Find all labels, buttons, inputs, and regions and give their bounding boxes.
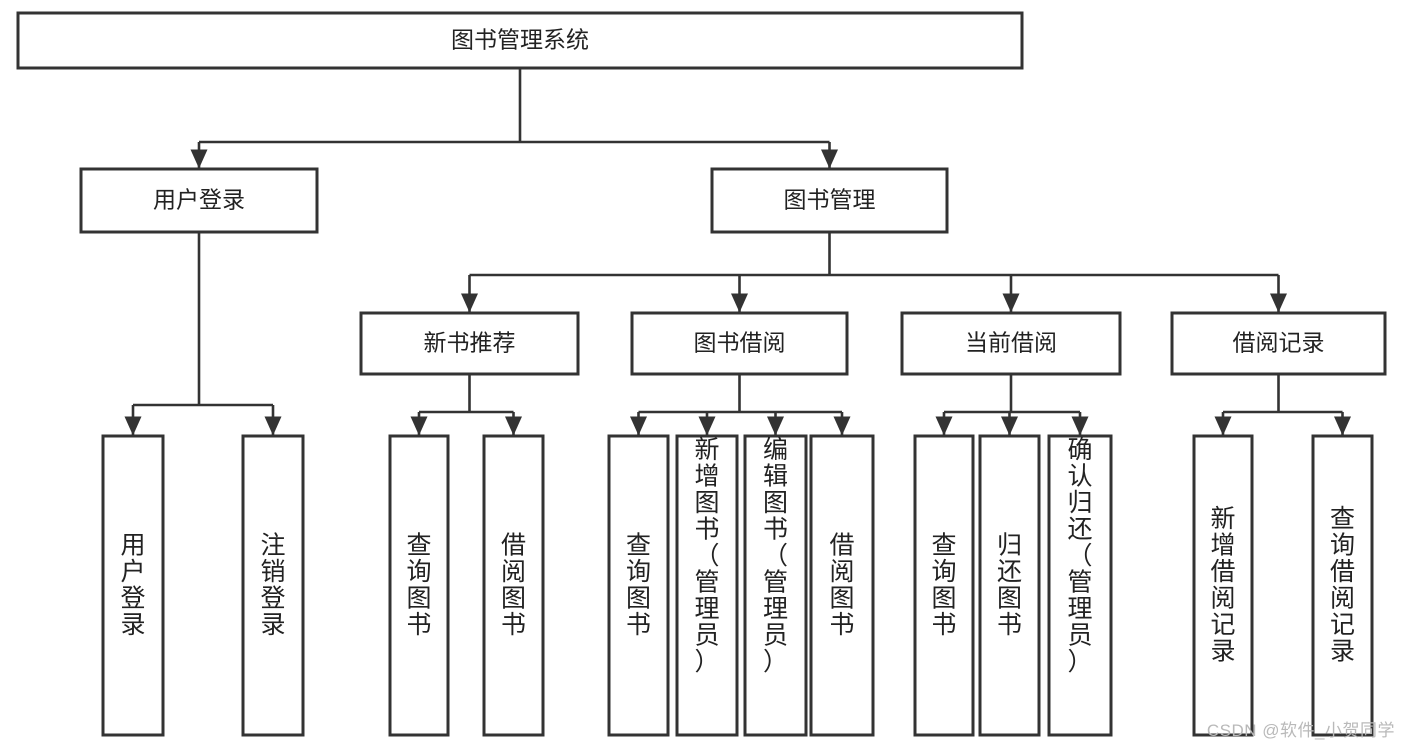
node-label: 确认归还（管理员） [1067, 436, 1092, 676]
arrow-head-icon [124, 416, 142, 436]
node-leaf-7[interactable] [809, 434, 875, 737]
node-level3-3[interactable] [1170, 311, 1387, 376]
node-leaf-9[interactable] [978, 434, 1041, 737]
arrow-head-icon [630, 416, 647, 436]
node-leaf-6[interactable] [743, 434, 808, 737]
node-label: 查询图书 [931, 532, 956, 640]
node-level3-0[interactable] [359, 311, 580, 376]
node-leaf-10[interactable] [1047, 434, 1113, 737]
node-level3-1[interactable] [630, 311, 849, 376]
node-label: 查询借阅记录 [1330, 505, 1355, 666]
node-leaf-4[interactable] [607, 434, 670, 737]
node-leaf-0[interactable] [101, 434, 165, 737]
node-leaf-5[interactable] [675, 434, 739, 737]
node-level2-1[interactable] [710, 167, 949, 234]
arrow-head-icon [731, 293, 748, 313]
node-label: 查询图书 [406, 532, 431, 640]
arrow-head-icon [935, 416, 953, 436]
node-label: 借阅图书 [501, 532, 526, 640]
node-level2-0[interactable] [79, 167, 319, 234]
arrow-head-icon [1071, 416, 1089, 436]
arrow-head-icon [410, 416, 428, 436]
arrow-head-icon [833, 416, 851, 436]
node-label: 归还图书 [997, 532, 1022, 640]
node-label: 图书借阅 [694, 330, 786, 356]
node-label: 用户登录 [153, 187, 245, 213]
arrow-head-icon [505, 416, 522, 436]
node-label: 注销登录 [260, 532, 285, 640]
node-root-book-management-system[interactable] [16, 11, 1024, 70]
node-leaf-12[interactable] [1311, 434, 1374, 737]
node-label: 借阅记录 [1233, 330, 1325, 356]
arrow-head-icon [1270, 293, 1287, 313]
node-leaf-8[interactable] [913, 434, 975, 737]
node-label: 查询图书 [626, 532, 651, 640]
node-leaf-2[interactable] [388, 434, 450, 737]
node-leaf-11[interactable] [1192, 434, 1254, 737]
node-label: 编辑图书（管理员） [763, 436, 788, 676]
arrow-head-icon [821, 149, 838, 169]
node-label: 图书管理系统 [451, 27, 589, 53]
arrow-head-icon [1001, 416, 1018, 436]
node-label: 新书推荐 [424, 330, 516, 356]
arrow-head-icon [264, 416, 282, 436]
arrow-head-icon [1334, 416, 1351, 436]
node-leaf-1[interactable] [241, 434, 305, 737]
node-leaf-3[interactable] [482, 434, 545, 737]
node-layer: 图书管理系统用户登录图书管理新书推荐图书借阅当前借阅借阅记录用户登录注销登录查询… [16, 11, 1387, 737]
node-level3-2[interactable] [900, 311, 1122, 376]
connector-layer [124, 68, 1351, 436]
arrow-head-icon [461, 293, 478, 313]
watermark-text: CSDN @软件_小贺同学 [1206, 721, 1395, 740]
arrow-head-icon [1214, 416, 1232, 436]
node-label: 用户登录 [120, 532, 145, 640]
node-label: 当前借阅 [965, 330, 1057, 356]
node-label: 新增图书（管理员） [694, 436, 719, 676]
node-label: 借阅图书 [829, 532, 854, 640]
arrow-head-icon [698, 416, 716, 436]
node-label: 新增借阅记录 [1210, 505, 1235, 666]
arrow-head-icon [190, 149, 208, 169]
arrow-head-icon [767, 416, 784, 436]
node-label: 图书管理 [784, 187, 876, 213]
arrow-head-icon [1002, 293, 1020, 313]
